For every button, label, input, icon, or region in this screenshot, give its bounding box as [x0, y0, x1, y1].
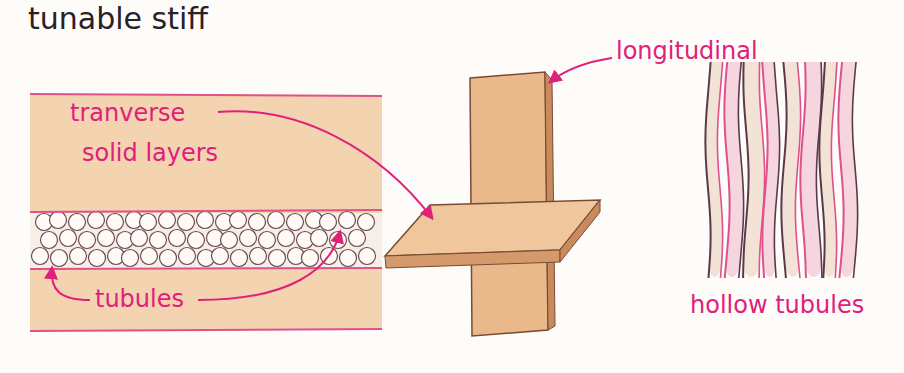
tubule-circle	[349, 230, 366, 247]
tubule-circle	[359, 248, 376, 265]
plate-edge	[560, 200, 600, 262]
tubule-circle	[141, 248, 158, 265]
tubule-circle	[269, 250, 286, 267]
tubule-circle	[250, 248, 267, 265]
tubule-circle	[160, 250, 177, 267]
tubule-circles	[32, 212, 376, 267]
tubule-circle	[197, 212, 214, 229]
tubule-wall	[774, 62, 779, 278]
tubule-circle	[89, 250, 106, 267]
part-label: longitudinal	[616, 38, 758, 64]
tubule-circle	[249, 214, 266, 231]
tubule-circle	[50, 212, 67, 229]
tubule-circle	[340, 250, 357, 267]
part-label: hollow tubules	[690, 292, 864, 318]
tubule-circle	[140, 214, 157, 231]
tubule-circle	[231, 250, 248, 267]
tubule-circle	[339, 212, 356, 229]
tubule-circle	[169, 230, 186, 247]
tubule-circle	[212, 248, 229, 265]
layer-edge	[30, 329, 382, 331]
layer-edge	[30, 94, 382, 96]
hollow-tubules-figure	[705, 62, 857, 278]
layer-edge	[30, 268, 382, 269]
tubule-circle	[88, 212, 105, 229]
tubule-wall	[852, 62, 857, 278]
tubule-circle	[221, 232, 238, 249]
tubule-circle	[41, 232, 58, 249]
tubule-circle	[278, 230, 295, 247]
part-label: tranverse	[70, 100, 185, 126]
leader-arrow	[550, 58, 612, 82]
tubule-circle	[107, 214, 124, 231]
tubule-circle	[32, 248, 49, 265]
tubule-circle	[358, 214, 375, 231]
tubule-circle	[320, 214, 337, 231]
tubule-circle	[51, 250, 68, 267]
tubule-circle	[60, 230, 77, 247]
part-label: solid layers	[82, 140, 218, 166]
leader-arrow	[218, 111, 432, 218]
tubule-circle	[79, 232, 96, 249]
tubule-circle	[240, 230, 257, 247]
tubule-wall	[717, 62, 722, 278]
tubule-circle	[268, 212, 285, 229]
tubule-wall	[743, 62, 749, 278]
layer-edge	[30, 210, 382, 212]
tubule-circle	[150, 232, 167, 249]
tubule-wall	[800, 62, 806, 278]
tubule-circle	[179, 248, 196, 265]
tubule-wall	[705, 62, 710, 278]
tubule-circle	[131, 230, 148, 247]
tubule-circle	[178, 214, 195, 231]
tubule-circle	[70, 248, 87, 265]
solid-layer	[30, 95, 382, 213]
part-label: tubules	[95, 286, 184, 312]
tubule-wall	[819, 62, 825, 278]
leader-arrow	[198, 232, 340, 300]
tubule-circle	[259, 232, 276, 249]
plate-edge	[385, 250, 560, 268]
tubule-circle	[230, 212, 247, 229]
tubule-circle	[98, 230, 115, 247]
tubule-circle	[69, 214, 86, 231]
tubule-circle	[287, 214, 304, 231]
tubule-circle	[311, 230, 328, 247]
tubule-wall	[831, 62, 837, 278]
tubule-wall	[781, 62, 786, 278]
tubule-circle	[302, 250, 319, 267]
tubule-circle	[188, 232, 205, 249]
tubule-circle	[159, 212, 176, 229]
tubule-wall	[724, 62, 729, 278]
heading-note: tunable stiff	[28, 2, 208, 35]
tubule-wall	[762, 62, 767, 278]
leader-arrow	[52, 268, 90, 300]
tubule-wall	[838, 62, 843, 278]
tubule-circle	[122, 250, 139, 267]
